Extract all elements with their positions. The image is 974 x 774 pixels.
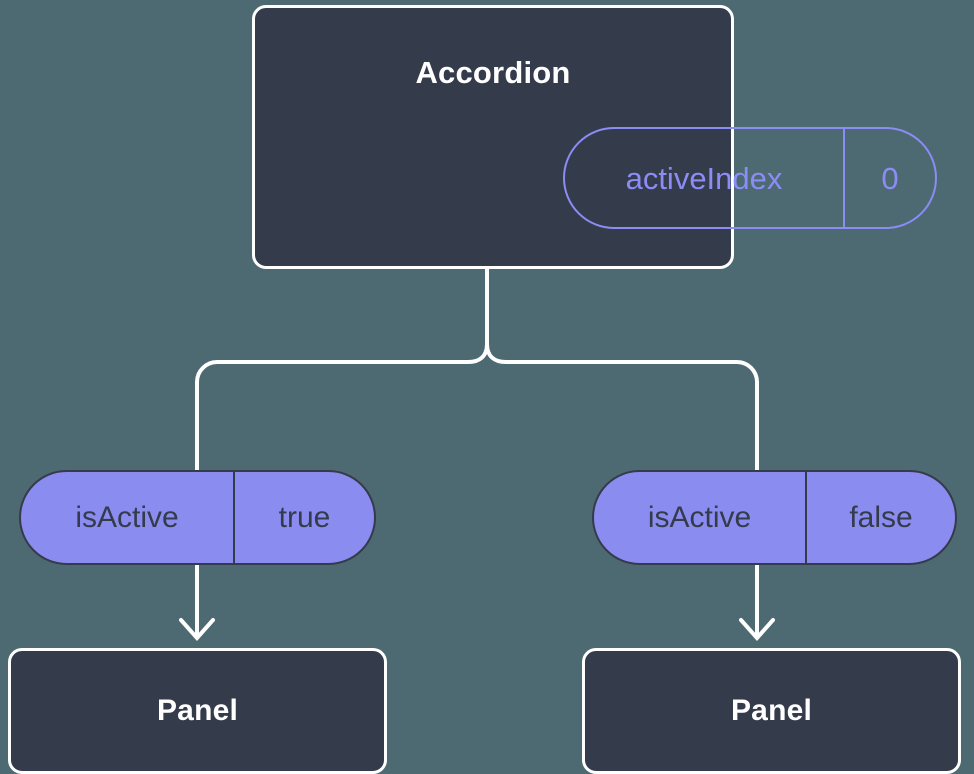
- connector-trunk-split-left: [195, 342, 489, 473]
- arrow-left-head: [179, 618, 215, 642]
- node-accordion[interactable]: Accordion activeIndex 0: [252, 5, 937, 269]
- node-panel-left-title: Panel: [156, 694, 239, 727]
- state-pill-key: activeIndex: [565, 129, 845, 227]
- prop-pill-right-value: false: [849, 500, 913, 534]
- node-panel-right[interactable]: Panel: [582, 648, 961, 774]
- prop-pill-left-key: isActive: [21, 472, 235, 563]
- prop-pill-left-value: true: [278, 500, 331, 534]
- state-pill-value: 0: [881, 160, 899, 196]
- node-accordion-title: Accordion: [415, 55, 571, 90]
- prop-pill-isactive-true[interactable]: isActive true: [19, 470, 376, 565]
- node-panel-right-title: Panel: [730, 694, 813, 727]
- node-panel-left[interactable]: Panel: [8, 648, 387, 774]
- state-pill-activeindex[interactable]: activeIndex 0: [563, 127, 937, 229]
- prop-pill-isactive-false[interactable]: isActive false: [592, 470, 957, 565]
- arrow-right-head: [739, 618, 775, 642]
- prop-pill-right-key: isActive: [594, 472, 807, 563]
- connector-trunk-split: [485, 266, 759, 473]
